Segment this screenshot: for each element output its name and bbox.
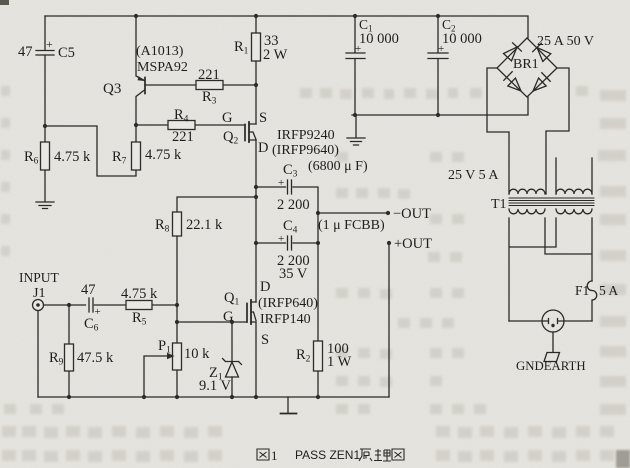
svg-text:+: + — [46, 37, 53, 51]
svg-text:10 000: 10 000 — [442, 31, 482, 47]
svg-text:10 k: 10 k — [184, 346, 210, 362]
svg-text:47: 47 — [18, 44, 33, 60]
svg-text:S: S — [261, 332, 269, 348]
svg-text:4.75 k: 4.75 k — [121, 286, 158, 302]
svg-text:PASS ZEN1: PASS ZEN1 — [295, 448, 360, 462]
svg-text:(A1013): (A1013) — [136, 44, 184, 59]
svg-text:(IRFP9640): (IRFP9640) — [272, 143, 339, 158]
svg-text:INPUT: INPUT — [19, 270, 60, 285]
svg-text:47.5 k: 47.5 k — [77, 350, 114, 366]
svg-text:D: D — [258, 140, 268, 156]
svg-text:1: 1 — [271, 448, 278, 463]
svg-text:25 A 50 V: 25 A 50 V — [537, 34, 594, 49]
svg-text:100: 100 — [327, 341, 349, 357]
svg-text:1 W: 1 W — [327, 354, 352, 370]
svg-text:D: D — [260, 279, 270, 295]
svg-text:10 000: 10 000 — [359, 31, 399, 47]
svg-text:+: + — [438, 43, 444, 55]
svg-text:T1: T1 — [491, 197, 507, 212]
svg-text:IRFP140: IRFP140 — [260, 312, 311, 327]
svg-text:(1 μ FCBB): (1 μ FCBB) — [318, 218, 385, 233]
svg-text:9.1 V: 9.1 V — [199, 378, 231, 394]
svg-text:35 V: 35 V — [279, 266, 308, 282]
svg-text:(6800 μ F): (6800 μ F) — [308, 159, 368, 174]
svg-text:2 200: 2 200 — [277, 197, 310, 213]
svg-text:+: + — [355, 43, 361, 55]
svg-text:G: G — [222, 110, 233, 126]
svg-text:221: 221 — [198, 67, 220, 83]
svg-text:F1: F1 — [575, 283, 589, 298]
svg-text:−OUT: −OUT — [393, 206, 431, 222]
svg-text:G: G — [223, 309, 234, 325]
svg-text:25 V 5 A: 25 V 5 A — [448, 168, 499, 183]
svg-text:22.1 k: 22.1 k — [186, 217, 223, 233]
svg-text:J1: J1 — [33, 286, 45, 301]
svg-text:47: 47 — [81, 282, 96, 298]
svg-text:S: S — [259, 110, 267, 126]
svg-text:4.75 k: 4.75 k — [54, 149, 91, 165]
svg-text:Q3: Q3 — [103, 81, 121, 97]
svg-text:221: 221 — [172, 129, 194, 145]
svg-text:MSPA92: MSPA92 — [137, 60, 188, 75]
svg-text:33: 33 — [264, 33, 279, 49]
svg-text:5 A: 5 A — [599, 283, 618, 298]
svg-text:GNDEARTH: GNDEARTH — [516, 359, 586, 373]
svg-text:4.75 k: 4.75 k — [145, 147, 182, 163]
svg-text:(IRFP640): (IRFP640) — [258, 296, 318, 311]
svg-text:2 W: 2 W — [263, 47, 288, 63]
svg-text:+: + — [95, 306, 101, 318]
svg-text:IRFP9240: IRFP9240 — [277, 128, 335, 143]
svg-text:2 200: 2 200 — [277, 253, 310, 269]
svg-text:+: + — [278, 177, 284, 189]
svg-text:C5: C5 — [58, 45, 75, 61]
svg-text:+: + — [278, 233, 284, 245]
svg-text:BR1: BR1 — [513, 57, 539, 72]
svg-text:+OUT: +OUT — [394, 236, 432, 252]
